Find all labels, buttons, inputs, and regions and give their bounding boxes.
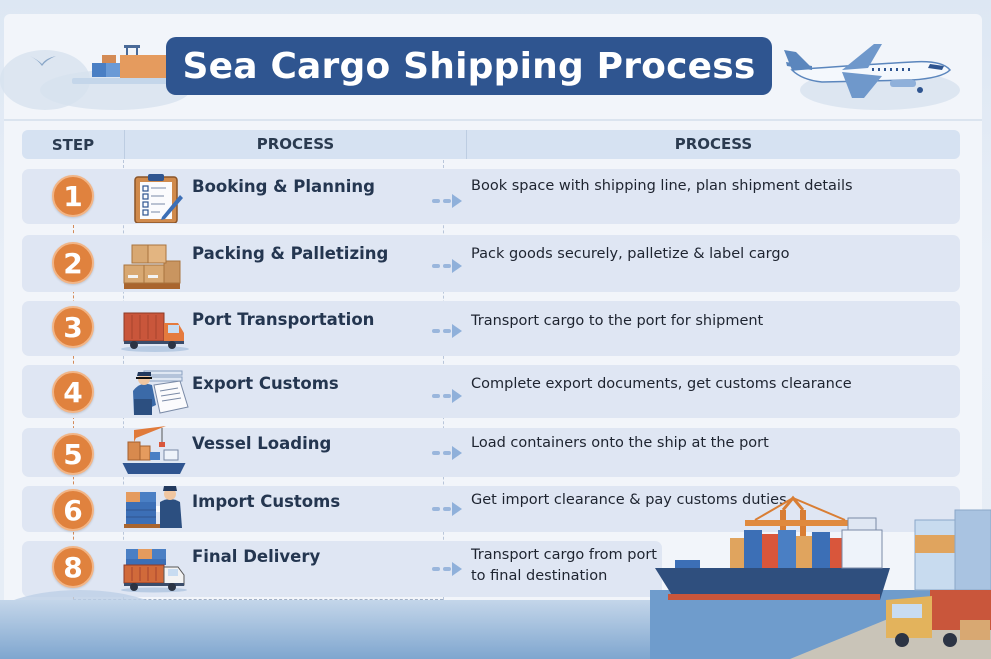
process-description: Load containers onto the ship at the por… [471,435,769,451]
process-description: Book space with shipping line, plan ship… [471,178,853,194]
table-header: STEP PROCESS PROCESS [22,130,960,159]
process-name: Import Customs [192,492,341,511]
airplane-icon [784,44,952,98]
arrow-right-icon [432,259,462,273]
arrow-right-icon [432,502,462,516]
step-badge: 4 [52,371,94,413]
process-name: Export Customs [192,374,339,393]
step-badge: 5 [52,433,94,475]
column-header-step: STEP [51,135,95,154]
table-row: 8 Final Delivery Transport cargo from po… [22,541,662,597]
customs-officer-documents-icon [133,370,189,415]
process-name: Final Delivery [192,547,321,566]
process-description: Complete export documents, get customs c… [471,376,852,392]
process-name: Vessel Loading [192,434,332,453]
cargo-ship-small-icon [72,45,172,84]
container-truck-icon [121,549,187,593]
process-description: Get import clearance & pay customs dutie… [471,492,787,508]
process-name: Port Transportation [192,310,375,329]
boxes-on-pallet-icon [123,244,181,289]
port-scene-illustration [650,495,991,659]
table-row: 5 Vessel Loading Load containers onto th… [22,426,960,477]
step-badge: 8 [52,546,94,588]
divider [4,119,982,121]
step-badge: 3 [52,306,94,348]
table-row: 3 Port Transportation Transport cargo to… [22,301,960,356]
crane-ship-icon [122,426,186,474]
process-table: STEP PROCESS PROCESS [22,130,960,159]
process-description: Pack goods securely, palletize & label c… [471,246,790,262]
arrow-right-icon [432,389,462,403]
arrow-right-icon [432,324,462,338]
arrow-right-icon [432,446,462,460]
bottom-connector-line [73,599,443,600]
process-description: Transport cargo to the port for shipment [471,313,764,329]
step-badge: 2 [52,242,94,284]
title-banner: Sea Cargo Shipping Process [166,37,772,95]
table-row: 1 Booking & Planning Book space with shi… [22,169,960,224]
table-row: 4 Export Customs Complete export documen… [22,365,960,418]
step-badge: 1 [52,175,94,217]
process-description: Transport cargo from port to final desti… [471,547,657,584]
column-header-process: PROCESS [124,130,466,159]
customs-officer-containers-icon [124,486,182,528]
page-title: Sea Cargo Shipping Process [182,45,756,87]
arrow-right-icon [432,194,462,208]
header: Sea Cargo Shipping Process [0,0,991,122]
step-badge: 6 [52,489,94,531]
seagull-icon [30,56,56,66]
clipboard-icon [134,174,183,223]
column-header-description: PROCESS [466,130,960,159]
process-name: Booking & Planning [192,177,375,196]
truck-icon [121,312,189,352]
arrow-right-icon [432,562,462,576]
process-name: Packing & Palletizing [192,244,389,263]
table-row: 2 Packing & Palletizing Pack goods secur… [22,235,960,292]
